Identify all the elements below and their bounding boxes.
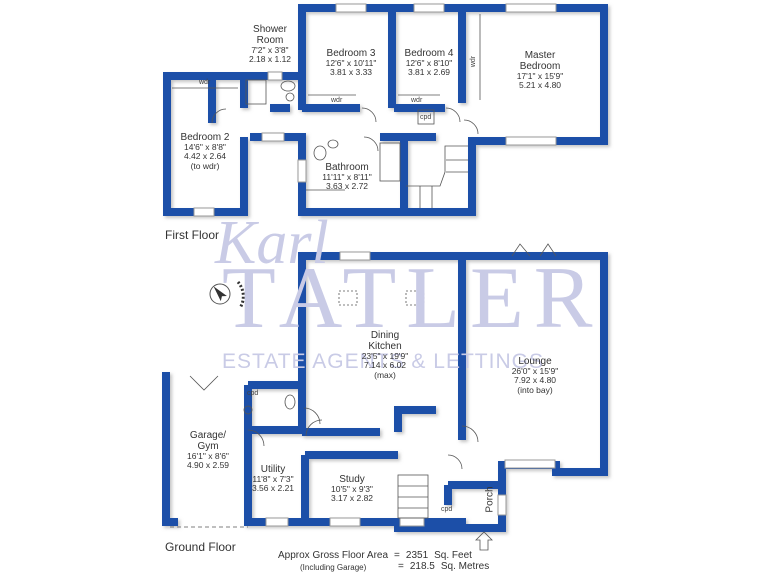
room-name: Garage/ [189, 430, 227, 441]
area-value-feet: 2351 [405, 550, 429, 561]
room-dimensions-metric: 3.81 x 2.69 [407, 67, 451, 78]
room-garage-gym: Garage/ Gym 16'1" x 8'6" 4.90 x 2.59 [176, 430, 240, 471]
room-name: Dining [370, 330, 400, 341]
room-dimensions-imperial: 11'11" x 8'11" [322, 172, 372, 182]
area-equals: = [394, 550, 400, 561]
room-note: (to wdr) [190, 160, 220, 171]
room-dimensions-imperial: 7'2" x 3'8" [251, 45, 289, 55]
room-dining-kitchen: Dining Kitchen 23'5" x 19'9" 7.14 x 6.02… [345, 330, 425, 380]
room-name: Utility [260, 464, 286, 475]
room-name: Lounge [518, 356, 552, 367]
room-dimensions-imperial: 10'5" x 9'3" [331, 484, 373, 494]
room-name: Shower [253, 24, 287, 35]
cupboard-label: cpd [441, 506, 453, 513]
room-dimensions-metric: 3.56 x 2.21 [251, 483, 295, 494]
wardrobe-label: wdr [199, 79, 211, 86]
area-equals: = [398, 561, 404, 572]
room-name: Study [339, 474, 365, 485]
room-dimensions-imperial: 14'6" x 8'8" [184, 142, 226, 152]
room-dimensions-metric: 5.21 x 4.80 [518, 80, 562, 91]
room-utility: Utility 11'8" x 7'3" 3.56 x 2.21 [244, 464, 302, 494]
room-dimensions-imperial: 12'6" x 10'11" [325, 58, 377, 68]
area-label: Approx Gross Floor Area [278, 550, 389, 561]
room-note: (max) [374, 369, 396, 380]
room-master-bedroom: Master Bedroom 17'1" x 15'9" 5.21 x 4.80 [500, 50, 580, 91]
room-porch: Porch [485, 480, 496, 520]
room-name: Bedroom 4 [404, 48, 454, 59]
room-name: Porch [484, 486, 496, 513]
room-lounge: Lounge 26'0" x 15'9" 7.92 x 4.80 (into b… [495, 356, 575, 395]
room-dimensions-metric: 7.14 x 6.02 [363, 360, 407, 371]
room-dimensions-imperial: 26'0" x 15'9" [511, 366, 559, 376]
room-dimensions-imperial: 17'1" x 15'9" [516, 71, 564, 81]
wardrobe-label: wdr [331, 97, 343, 104]
room-bedroom-3: Bedroom 3 12'6" x 10'11" 3.81 x 3.33 [316, 48, 386, 78]
wall-garage [162, 372, 178, 526]
room-dimensions-metric: 2.18 x 1.12 [248, 54, 292, 65]
room-name: Master [524, 50, 556, 61]
room-name: Kitchen [368, 341, 402, 352]
room-name: Bedroom 3 [326, 48, 376, 59]
compass-icon [209, 281, 245, 309]
room-dimensions-imperial: 12'6" x 8'10" [405, 58, 453, 68]
room-study: Study 10'5" x 9'3" 3.17 x 2.82 [320, 474, 384, 504]
room-name: Bathroom [325, 162, 369, 173]
area-unit-metres: Sq. Metres [440, 561, 490, 572]
first-floor-label: First Floor [165, 228, 219, 242]
room-dimensions-metric: 3.17 x 2.82 [330, 493, 374, 504]
room-bedroom-2: Bedroom 2 14'6" x 8'8" 4.42 x 2.64 (to w… [172, 132, 238, 171]
room-bathroom: Bathroom 11'11" x 8'11" 3.63 x 2.72 [314, 162, 380, 192]
room-bedroom-4: Bedroom 4 12'6" x 8'10" 3.81 x 2.69 [398, 48, 460, 78]
ground-floor-label: Ground Floor [165, 540, 236, 554]
room-name: Gym [197, 441, 219, 452]
room-dimensions-metric: 4.42 x 2.64 [183, 151, 227, 162]
cupboard-label: cpd [420, 114, 432, 121]
area-line-feet: Approx Gross Floor Area = 2351 Sq. Feet [278, 550, 518, 561]
gross-area-summary: Approx Gross Floor Area = 2351 Sq. Feet … [278, 550, 518, 572]
area-line-metres: (Including Garage) = 218.5 Sq. Metres [278, 561, 518, 572]
cupboard-label: cpd [247, 390, 259, 397]
wardrobe-label: wdr [470, 55, 478, 68]
room-dimensions-imperial: 16'1" x 8'6" [187, 451, 229, 461]
room-dimensions-metric: 4.90 x 2.59 [186, 460, 230, 471]
wall-bedroom-2 [163, 72, 248, 216]
room-note: (into bay) [517, 384, 553, 395]
room-dimensions-metric: 3.63 x 2.72 [325, 181, 369, 192]
room-dimensions-metric: 7.92 x 4.80 [513, 375, 557, 386]
room-name: Bedroom [519, 61, 561, 72]
area-note: (Including Garage) [300, 563, 367, 572]
room-dimensions-metric: 3.81 x 3.33 [329, 67, 373, 78]
room-dimensions-imperial: 23'5" x 19'9" [361, 351, 409, 361]
area-unit-feet: Sq. Feet [434, 550, 472, 561]
wardrobe-label: wdr [411, 97, 423, 104]
area-value-metres: 218.5 [409, 561, 435, 572]
room-shower-room: Shower Room 7'2" x 3'8" 2.18 x 1.12 [240, 24, 300, 65]
room-name: Room [256, 35, 284, 46]
room-name: Bedroom 2 [180, 132, 230, 143]
room-dimensions-imperial: 11'8" x 7'3" [252, 474, 294, 484]
